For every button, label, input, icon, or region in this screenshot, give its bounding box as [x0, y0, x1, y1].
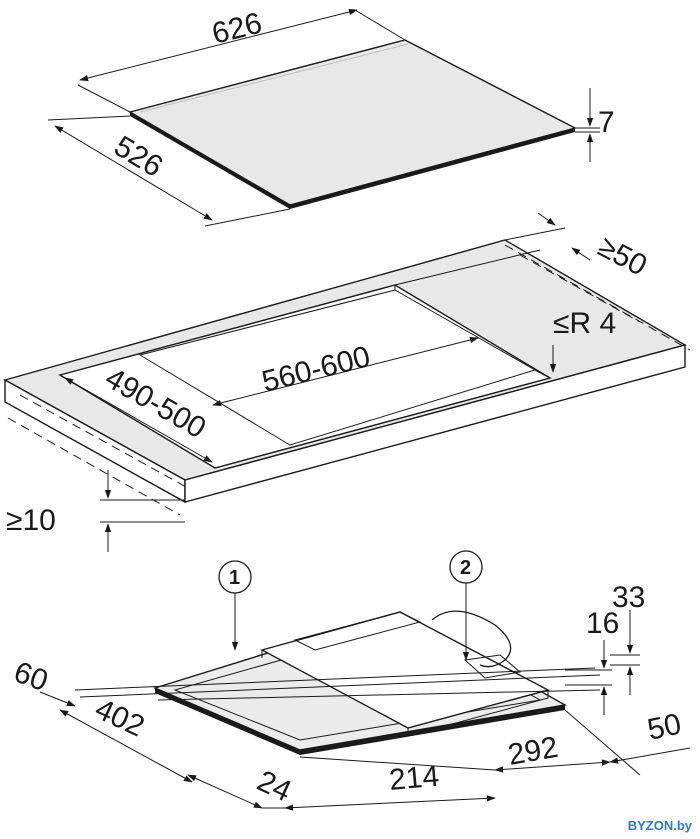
label-50: 50	[645, 708, 685, 747]
label-corner-radius: ≤R 4	[553, 307, 616, 340]
label-214: 214	[388, 760, 441, 797]
dim-24: 24	[187, 764, 296, 809]
dim-33: 33	[610, 581, 645, 695]
dim-thickness-7: 7	[575, 88, 615, 162]
dim-292: 292	[494, 731, 611, 773]
dim-50: 50	[609, 708, 691, 764]
label-rear-clearance: ≥50	[593, 230, 653, 283]
callout-2: 2	[449, 550, 483, 661]
label-526: 526	[108, 130, 168, 184]
dim-16: 16	[565, 607, 619, 715]
label-402: 402	[90, 692, 149, 743]
callout-1: 1	[218, 560, 252, 651]
callout-1-number: 1	[229, 567, 240, 589]
dim-corner-radius: ≤R 4	[549, 307, 616, 373]
label-7: 7	[598, 106, 615, 139]
bottom-view: 1 2 33 16	[10, 550, 691, 811]
label-626: 626	[209, 7, 266, 51]
label-60: 60	[10, 656, 53, 698]
label-16: 16	[586, 607, 619, 640]
dim-60: 60	[10, 656, 76, 707]
worktop-cutout-view: ≥50 ≤R 4 560-600 490-500 ≥10	[3, 212, 691, 552]
watermark-text: BYZON.by	[627, 818, 692, 833]
hob-top-view: 626 526 7	[47, 7, 615, 227]
reference-lines	[74, 667, 641, 776]
dim-402: 402	[59, 692, 193, 783]
label-front-clearance: ≥10	[6, 504, 56, 537]
power-cable	[431, 610, 522, 679]
hob-glass	[128, 39, 577, 209]
dim-front-clearance-10: ≥10	[6, 470, 185, 552]
label-33: 33	[612, 581, 645, 614]
dim-214: 214	[284, 760, 496, 811]
label-24: 24	[252, 764, 296, 808]
hob-installed	[152, 611, 568, 755]
callout-2-number: 2	[460, 557, 471, 579]
